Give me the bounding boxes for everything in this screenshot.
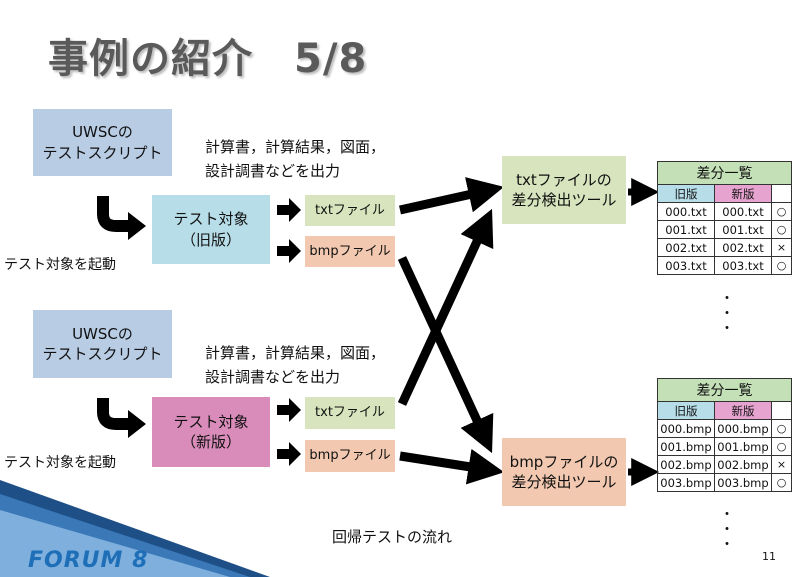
txt-col-old: 旧版 (657, 184, 715, 203)
cell-new: 000.bmp (714, 419, 772, 438)
table-row: 000.txt 000.txt ○ (657, 202, 792, 221)
cell-mark: ○ (771, 202, 792, 221)
txt-file-top: txtファイル (305, 195, 395, 226)
launch-label-bottom: テスト対象を起動 (4, 455, 116, 471)
footer-band (0, 480, 270, 577)
cell-new: 002.txt (714, 238, 772, 257)
txt-table-title: 差分一覧 (657, 161, 792, 185)
page-title: 事例の紹介 5/8 (48, 36, 368, 82)
txt-diff-table: 差分一覧 旧版 新版 000.txt 000.txt ○ 001.txt 001… (657, 161, 792, 275)
cell-mark: ○ (771, 437, 792, 456)
right-arrow-icon (277, 198, 301, 222)
bmp-file-top: bmpファイル (305, 236, 395, 267)
test-target-new: テスト対象 （新版） (152, 397, 270, 467)
txt-col-mark (771, 184, 792, 203)
turn-arrow-icon (97, 398, 128, 430)
table-row: 000.bmp 000.bmp ○ (657, 419, 792, 438)
launch-label-top: テスト対象を起動 (4, 257, 116, 273)
table-row: 003.bmp 003.bmp ○ (657, 473, 792, 492)
page-number: 11 (762, 550, 776, 563)
right-arrow-icon (277, 239, 301, 263)
cell-mark: ○ (771, 419, 792, 438)
forum8-logo: FORUM 8 (28, 548, 149, 573)
bmp-diff-tool: bmpファイルの 差分検出ツール (502, 438, 626, 506)
test-target-old: テスト対象 （旧版） (152, 195, 270, 264)
txt-diff-tool: txtファイルの 差分検出ツール (502, 156, 626, 224)
table-row: 002.bmp 002.bmp × (657, 455, 792, 474)
output-caption-top: 計算書，計算結果，図面， 設計調書などを出力 (205, 138, 386, 180)
cell-mark: ○ (771, 473, 792, 492)
right-arrow-icon (277, 442, 301, 466)
output-caption-bottom: 計算書，計算結果，図面， 設計調書などを出力 (205, 344, 386, 386)
script-box-bottom: UWSCの テストスクリプト (33, 310, 172, 378)
bmp-col-mark (771, 401, 792, 420)
bmp-diff-table: 差分一覧 旧版 新版 000.bmp 000.bmp ○ 001.bmp 001… (657, 378, 792, 492)
table-row: 001.bmp 001.bmp ○ (657, 437, 792, 456)
cell-old: 003.txt (657, 256, 715, 275)
table-row: 002.txt 002.txt × (657, 238, 792, 257)
cell-mark: × (771, 238, 792, 257)
cell-new: 003.txt (714, 256, 772, 275)
cell-old: 002.txt (657, 238, 715, 257)
cell-old: 002.bmp (657, 455, 715, 474)
turn-arrow-icon (97, 196, 128, 232)
txt-table-ellipsis: ・ ・ ・ (720, 291, 734, 337)
cell-old: 003.bmp (657, 473, 715, 492)
bmp-file-bottom: bmpファイル (305, 440, 395, 472)
bmp-col-new: 新版 (714, 401, 772, 420)
turn-arrow-icon (128, 410, 146, 438)
flow-caption: 回帰テストの流れ (332, 528, 453, 546)
turn-arrow-icon (128, 212, 146, 240)
cross-arrow-icon (397, 208, 494, 406)
cross-arrow-icon (397, 256, 494, 454)
cell-mark: ○ (771, 220, 792, 239)
txt-file-bottom: txtファイル (305, 397, 395, 429)
cell-old: 000.txt (657, 202, 715, 221)
script-box-top: UWSCの テストスクリプト (33, 109, 172, 176)
cell-new: 000.txt (714, 202, 772, 221)
table-row: 001.txt 001.txt ○ (657, 220, 792, 239)
bmp-col-old: 旧版 (657, 401, 715, 420)
cell-mark: × (771, 455, 792, 474)
cell-old: 001.bmp (657, 437, 715, 456)
txt-col-new: 新版 (714, 184, 772, 203)
table-row: 003.txt 003.txt ○ (657, 256, 792, 275)
cell-new: 001.bmp (714, 437, 772, 456)
cell-old: 000.bmp (657, 419, 715, 438)
cell-old: 001.txt (657, 220, 715, 239)
cell-new: 003.bmp (714, 473, 772, 492)
bmp-table-ellipsis: ・ ・ ・ (720, 507, 734, 553)
cell-mark: ○ (771, 256, 792, 275)
bmp-table-title: 差分一覧 (657, 378, 792, 402)
cell-new: 002.bmp (714, 455, 772, 474)
cell-new: 001.txt (714, 220, 772, 239)
right-arrow-icon (277, 398, 301, 422)
